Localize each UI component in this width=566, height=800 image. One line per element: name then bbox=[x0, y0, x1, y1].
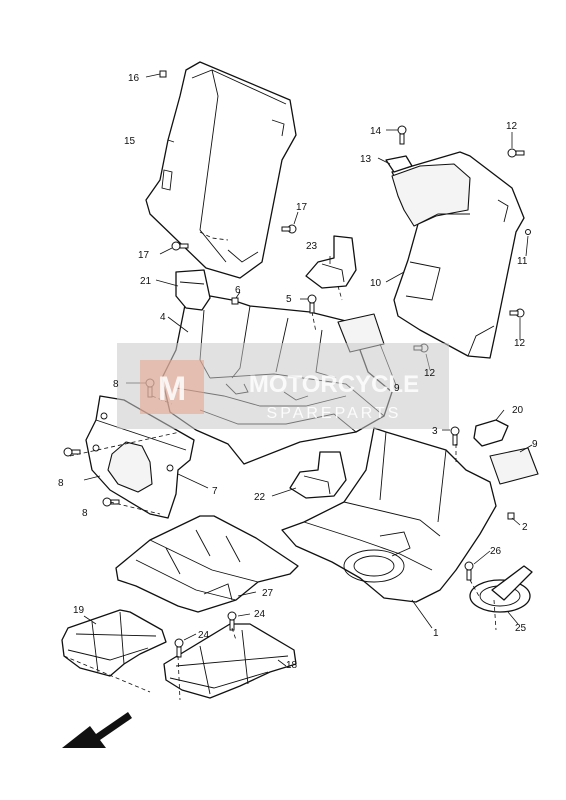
fastener-24a bbox=[227, 611, 237, 631]
part-21-bracket bbox=[175, 269, 211, 311]
part-13-bracket bbox=[385, 155, 413, 173]
callout-22: 22 bbox=[254, 492, 266, 503]
fastener-14 bbox=[397, 125, 407, 145]
callout-16: 16 bbox=[128, 73, 140, 84]
part-15-side-panel bbox=[145, 61, 297, 279]
callout-6: 6 bbox=[235, 285, 241, 296]
fastener-26 bbox=[464, 561, 474, 581]
fastener-3 bbox=[450, 426, 460, 446]
part-25-cover bbox=[469, 565, 533, 613]
part-1-floor-tub bbox=[281, 427, 497, 603]
callout-19: 19 bbox=[73, 605, 85, 616]
callout-27: 27 bbox=[262, 588, 274, 599]
callout-18: 18 bbox=[286, 660, 298, 671]
fastener-12b bbox=[509, 308, 525, 318]
callout-17-left: 17 bbox=[138, 250, 150, 261]
callout-12-upper: 12 bbox=[506, 121, 518, 132]
fastener-16 bbox=[159, 70, 167, 78]
callout-17-right: 17 bbox=[296, 202, 308, 213]
watermark: M MOTORCYCLE SPAREPARTS bbox=[117, 343, 449, 429]
watermark-subtitle: SPAREPARTS bbox=[267, 405, 402, 422]
callout-9-lower: 9 bbox=[532, 439, 538, 450]
arrow-lower-left-icon bbox=[62, 712, 132, 748]
callout-24-left: 24 bbox=[198, 630, 210, 641]
callout-7: 7 bbox=[212, 486, 218, 497]
callout-25: 25 bbox=[515, 623, 527, 634]
callout-23: 23 bbox=[306, 241, 318, 252]
watermark-logo: M bbox=[158, 370, 186, 408]
callout-12-middle: 12 bbox=[514, 338, 526, 349]
fastener-5 bbox=[307, 294, 317, 314]
part-18-guard-plate bbox=[163, 623, 297, 699]
fastener-24b bbox=[174, 638, 184, 658]
callout-13: 13 bbox=[360, 154, 372, 165]
callout-4: 4 bbox=[160, 312, 166, 323]
part-19-guard-plate bbox=[61, 609, 167, 677]
fastener-2 bbox=[507, 512, 515, 520]
callout-9-upper: 9 bbox=[394, 383, 400, 394]
part-9-pad-lower bbox=[489, 447, 539, 485]
callout-2: 2 bbox=[522, 522, 528, 533]
callout-5: 5 bbox=[286, 294, 292, 305]
watermark-title: MOTORCYCLE bbox=[249, 371, 419, 398]
part-23-bracket bbox=[305, 235, 357, 289]
part-27-skid-plate bbox=[115, 515, 299, 613]
part-22-bracket bbox=[289, 451, 347, 499]
fastener-17a bbox=[281, 224, 297, 234]
fastener-8b bbox=[63, 447, 81, 457]
callout-8-upper: 8 bbox=[113, 379, 119, 390]
part-20-bracket bbox=[473, 419, 509, 447]
callout-3: 3 bbox=[432, 426, 438, 437]
leader-lines bbox=[63, 73, 533, 701]
callout-15: 15 bbox=[124, 136, 136, 147]
callout-labels: 16 15 14 12 13 17 23 17 11 21 10 6 5 4 1… bbox=[58, 73, 538, 671]
callout-14: 14 bbox=[370, 126, 382, 137]
callout-8-middle: 8 bbox=[58, 478, 64, 489]
fastener-6 bbox=[231, 297, 239, 305]
fastener-17b bbox=[171, 241, 189, 251]
callout-12-lower: 12 bbox=[424, 368, 436, 379]
callout-1: 1 bbox=[433, 628, 439, 639]
fastener-12a bbox=[507, 148, 525, 158]
callout-10: 10 bbox=[370, 278, 382, 289]
callout-26: 26 bbox=[490, 546, 502, 557]
callout-20: 20 bbox=[512, 405, 524, 416]
callout-21: 21 bbox=[140, 276, 152, 287]
fastener-11 bbox=[525, 229, 531, 235]
callout-8-lower: 8 bbox=[82, 508, 88, 519]
callout-24-right: 24 bbox=[254, 609, 266, 620]
part-10-side-panel bbox=[391, 151, 525, 359]
callout-11: 11 bbox=[517, 256, 528, 267]
